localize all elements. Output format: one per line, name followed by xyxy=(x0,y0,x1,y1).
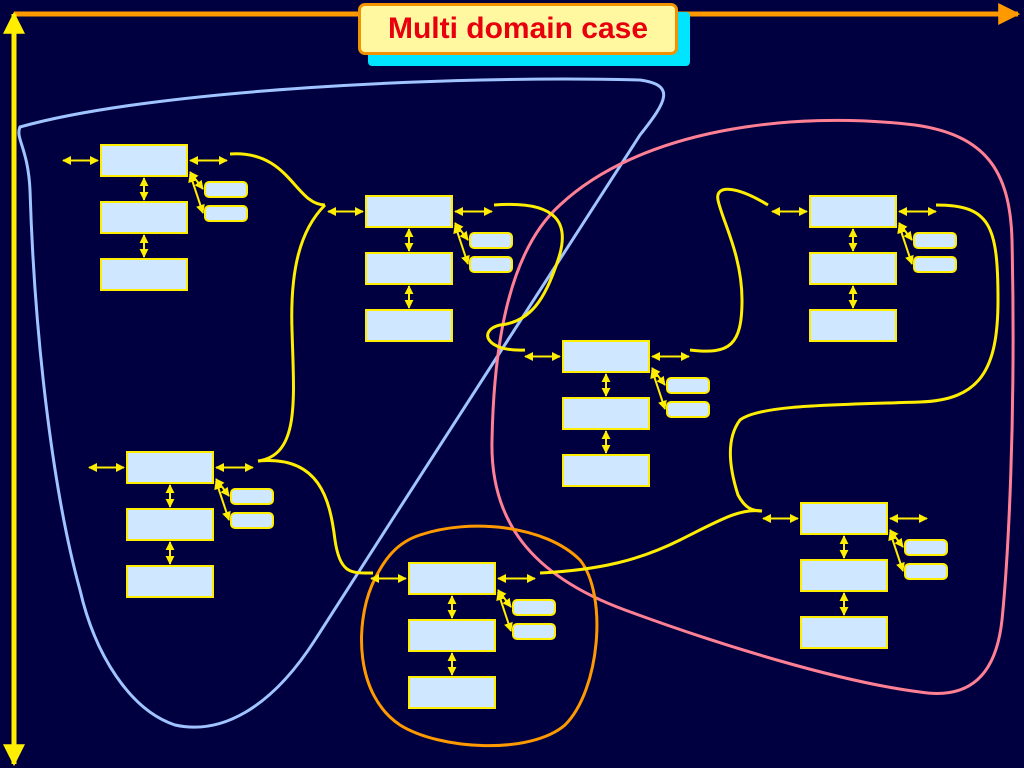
connector-link-4 xyxy=(486,202,564,352)
node-3-storage-1 xyxy=(230,488,274,505)
node-2-box-1 xyxy=(365,195,453,228)
node-6-box-1 xyxy=(408,562,496,595)
node-3-box-1 xyxy=(126,451,214,484)
node-4-storage-link-2 xyxy=(650,369,667,410)
node-5-box-3 xyxy=(809,309,897,342)
node-3-box-3 xyxy=(126,565,214,598)
node-5-box-2 xyxy=(809,252,897,285)
domain-pink-boundary xyxy=(490,118,1015,695)
title-box: Multi domain case xyxy=(358,3,678,55)
network-node-6 xyxy=(408,562,556,709)
node-2-storage-link-2 xyxy=(453,224,470,265)
node-4-storage-1 xyxy=(666,377,710,394)
connector-link-2 xyxy=(257,203,327,463)
node-7-storage-2 xyxy=(904,563,948,580)
node-3-storage-link-2 xyxy=(214,480,231,521)
node-6-storage-2 xyxy=(512,623,556,640)
node-6-box-2 xyxy=(408,619,496,652)
node-3-storage-2 xyxy=(230,512,274,529)
node-7-storage-link-2 xyxy=(888,531,905,572)
node-1-box-3 xyxy=(100,258,188,291)
node-2-storage-2 xyxy=(469,256,513,273)
node-1-storage-2 xyxy=(204,205,248,222)
network-node-1 xyxy=(100,144,248,291)
node-4-storage-2 xyxy=(666,401,710,418)
network-node-5 xyxy=(809,195,957,342)
node-5-storage-link-2 xyxy=(897,224,914,265)
node-7-box-3 xyxy=(800,616,888,649)
node-3-box-2 xyxy=(126,508,214,541)
node-1-storage-link-2 xyxy=(188,173,205,214)
node-4-box-3 xyxy=(562,454,650,487)
domain-orange-boundary xyxy=(360,524,599,748)
network-node-3 xyxy=(126,451,274,598)
node-2-storage-1 xyxy=(469,232,513,249)
node-6-storage-1 xyxy=(512,599,556,616)
node-1-box-1 xyxy=(100,144,188,177)
connector-link-1 xyxy=(229,152,326,207)
node-7-box-2 xyxy=(800,559,888,592)
node-7-storage-1 xyxy=(904,539,948,556)
node-5-storage-1 xyxy=(913,232,957,249)
domain-blue-boundary xyxy=(17,77,666,729)
node-5-storage-2 xyxy=(913,256,957,273)
network-node-2 xyxy=(365,195,513,342)
network-node-4 xyxy=(562,340,710,487)
node-4-box-2 xyxy=(562,397,650,430)
network-node-7 xyxy=(800,502,948,649)
slide-title: Multi domain case xyxy=(387,12,649,45)
node-6-box-3 xyxy=(408,676,496,709)
node-6-storage-link-2 xyxy=(496,591,513,632)
connector-link-7 xyxy=(539,509,763,575)
connector-link-6 xyxy=(728,203,1000,513)
node-2-box-2 xyxy=(365,252,453,285)
node-4-box-1 xyxy=(562,340,650,373)
node-7-box-1 xyxy=(800,502,888,535)
connector-link-3 xyxy=(257,458,374,575)
node-1-box-2 xyxy=(100,201,188,234)
node-5-box-1 xyxy=(809,195,897,228)
connector-link-5 xyxy=(689,187,769,353)
node-1-storage-1 xyxy=(204,181,248,198)
node-2-box-3 xyxy=(365,309,453,342)
